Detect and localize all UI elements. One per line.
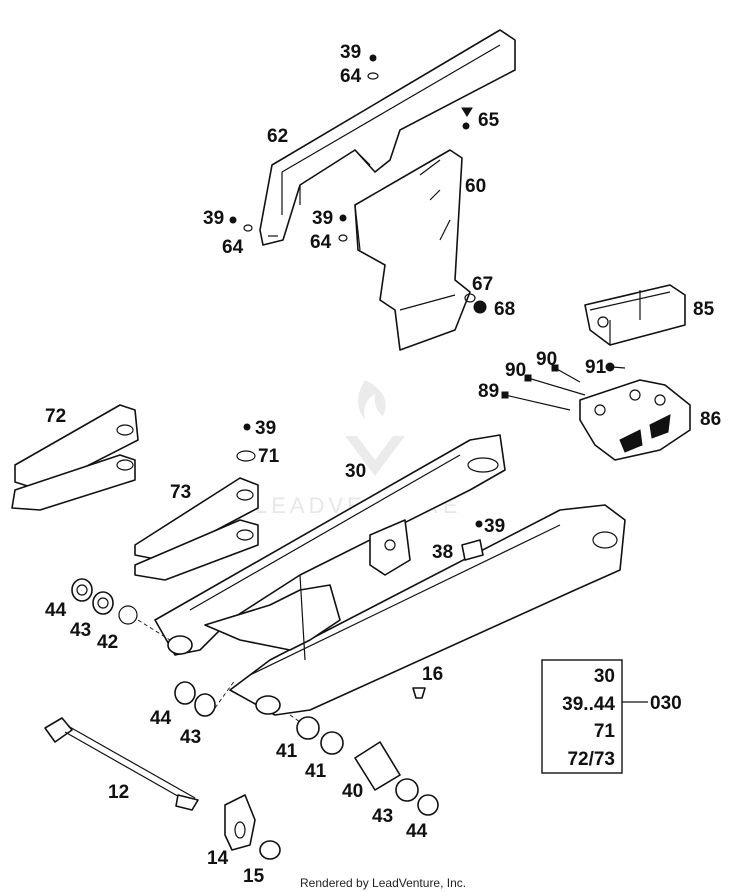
bearings-left-lower <box>174 679 236 717</box>
callout-43: 43 <box>180 727 201 748</box>
callout-71: 71 <box>258 446 280 467</box>
kit-row: 72/73 <box>567 749 615 770</box>
callout-43: 43 <box>372 806 393 827</box>
part-72-chain-slider <box>11 404 139 511</box>
part-86-chain-guide-bracket <box>579 379 691 461</box>
bearings-right <box>289 714 439 816</box>
callout-42: 42 <box>97 632 118 653</box>
footer-credit: Rendered by LeadVenture, Inc. <box>300 876 466 890</box>
callout-40: 40 <box>342 781 363 802</box>
kit-row: 30 <box>594 666 615 687</box>
callout-14: 14 <box>207 848 229 869</box>
part-16-plug <box>412 687 426 699</box>
callout-62: 62 <box>267 126 288 147</box>
callout-91: 91 <box>585 357 607 378</box>
callout-44: 44 <box>406 821 428 842</box>
callout-39: 39 <box>312 208 333 229</box>
callout-43: 43 <box>70 620 91 641</box>
callout-89: 89 <box>478 381 499 402</box>
callout-41: 41 <box>276 741 298 762</box>
callout-60: 60 <box>465 176 486 197</box>
bolts-89-90-91 <box>501 362 626 411</box>
callout-labels: 39 64 65 62 60 39 64 39 64 67 68 85 90 9… <box>45 42 721 887</box>
callout-90: 90 <box>505 360 526 381</box>
part-14-chain-adjuster <box>224 794 256 851</box>
callout-12: 12 <box>108 782 129 803</box>
callout-41: 41 <box>305 761 327 782</box>
bearings-left-upper <box>71 578 171 641</box>
small-screws-upper <box>229 54 487 314</box>
callout-30: 30 <box>345 461 366 482</box>
callout-68: 68 <box>494 299 515 320</box>
callout-67: 67 <box>472 274 493 295</box>
callout-85: 85 <box>693 299 715 320</box>
callout-39: 39 <box>255 418 276 439</box>
part-85-chain-guide-block <box>584 284 686 346</box>
callout-72: 72 <box>45 406 66 427</box>
part-30-swingarm <box>154 434 626 716</box>
part-15-nut <box>259 840 281 860</box>
callout-39: 39 <box>203 208 224 229</box>
callout-38: 38 <box>432 542 453 563</box>
callout-39: 39 <box>484 516 505 537</box>
callout-44: 44 <box>150 708 172 729</box>
callout-73: 73 <box>170 482 191 503</box>
callout-39: 39 <box>340 42 361 63</box>
kit-row: 39..44 <box>562 694 615 715</box>
callout-65: 65 <box>478 110 500 131</box>
callout-90: 90 <box>536 349 557 370</box>
part-62-chain-guard <box>259 29 516 246</box>
part-12-pivot-shaft <box>44 717 199 811</box>
callout-15: 15 <box>243 866 265 887</box>
part-73-chain-slider <box>134 477 259 581</box>
kit-reference-box: 30 39..44 71 72/73 030 <box>541 659 682 774</box>
part-38-clamp <box>461 520 484 561</box>
kit-label: 030 <box>650 693 682 714</box>
callout-64: 64 <box>310 232 332 253</box>
callout-16: 16 <box>422 664 443 685</box>
callout-44: 44 <box>45 600 67 621</box>
callout-86: 86 <box>700 409 721 430</box>
part-60-chain-slider <box>354 149 471 351</box>
callout-64: 64 <box>340 66 362 87</box>
callout-64: 64 <box>222 237 244 258</box>
part-71-washer <box>236 423 256 462</box>
kit-row: 71 <box>594 721 616 742</box>
